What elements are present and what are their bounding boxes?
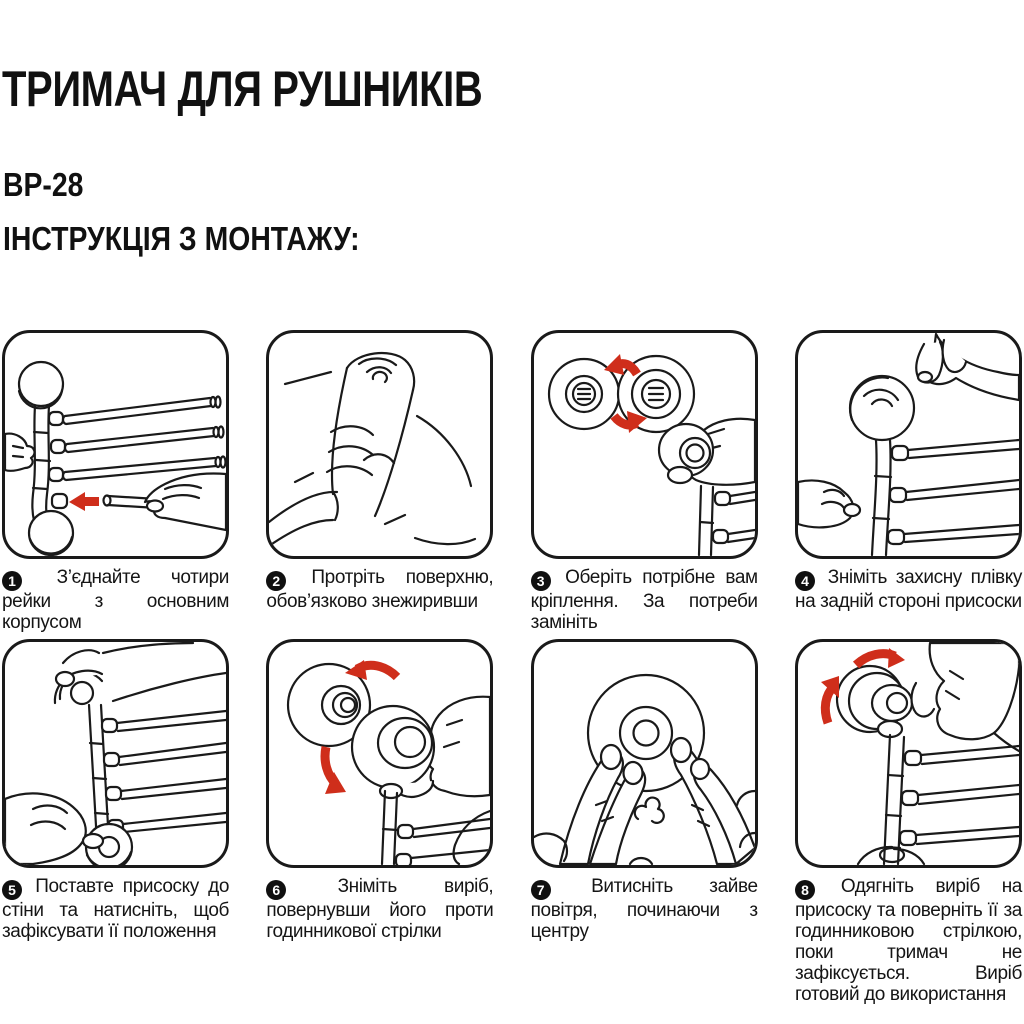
surface-lines bbox=[284, 370, 477, 546]
hand-arm bbox=[426, 695, 491, 798]
step-text: Зніміть захисну плівку на задній стороні… bbox=[794, 567, 1022, 612]
illustration-press-out-air bbox=[533, 673, 755, 865]
rotating-hand bbox=[876, 642, 1019, 753]
wiping-hand bbox=[269, 425, 396, 548]
step-text: Поставте присоску до стіни та натисніть,… bbox=[2, 876, 229, 942]
step-caption: 1 З’єднайте чотири рейки з основним корп… bbox=[2, 567, 229, 633]
top-hand bbox=[54, 642, 226, 703]
step-cell-2: 2 Протріть поверхню, обов’язково знежири… bbox=[266, 330, 494, 633]
gripping-fingers bbox=[379, 779, 435, 800]
step-number-badge: 2 bbox=[266, 571, 287, 591]
wall-suction-cup bbox=[287, 662, 372, 748]
hand-with-mount bbox=[657, 417, 755, 486]
step-text: Оберіть потрібне вам кріплення. За потре… bbox=[530, 567, 758, 633]
step-caption: 2 Протріть поверхню, обов’язково знежири… bbox=[266, 567, 494, 627]
step-number-badge: 6 bbox=[266, 880, 287, 900]
step-caption: 7 Витисніть зайве повітря, починаючи з ц… bbox=[530, 876, 758, 942]
rack-below bbox=[697, 484, 755, 556]
step-cell-3: 3 Оберіть потрібне вам кріплення. За пот… bbox=[530, 330, 758, 633]
step-number-badge: 1 bbox=[2, 571, 22, 591]
step-number-badge: 3 bbox=[530, 571, 551, 591]
model-number: ВР-28 bbox=[3, 166, 84, 203]
step-panel-2 bbox=[266, 330, 494, 559]
mount-disc bbox=[835, 664, 914, 734]
step-cell-1: 1 З’єднайте чотири рейки з основним корп… bbox=[2, 330, 229, 633]
step-panel-7 bbox=[530, 639, 758, 868]
step-text: Протріть поверхню, обов’язково знежиривш… bbox=[266, 567, 494, 612]
right-hand-fingers bbox=[628, 736, 755, 865]
peeling-hand bbox=[915, 333, 1019, 402]
cloth-roll bbox=[331, 352, 416, 518]
product-mount bbox=[351, 704, 436, 790]
step-number-badge: 7 bbox=[530, 880, 551, 900]
rack-below bbox=[381, 789, 491, 865]
step-text: Витисніть зайве повітря, починаючи з цен… bbox=[530, 876, 758, 942]
illustration-attach-rails bbox=[5, 360, 226, 556]
step-caption: 4 Зніміть захисну плівку на задній сторо… bbox=[794, 567, 1022, 627]
step-caption: 8 Одягніть виріб на присоску та поверніт… bbox=[794, 876, 1022, 1005]
holding-hand bbox=[797, 479, 862, 529]
rack-column bbox=[870, 438, 1019, 556]
illustration-wipe-surface bbox=[269, 352, 477, 548]
step-panel-4 bbox=[794, 330, 1022, 559]
step-text: Одягніть виріб на присоску та поверніть … bbox=[794, 876, 1022, 1005]
illustration-press-to-wall bbox=[5, 642, 226, 865]
section-heading: ІНСТРУКЦІЯ З МОНТАЖУ: bbox=[3, 220, 360, 257]
illustration-peel-film bbox=[797, 333, 1019, 556]
mount-disc-large bbox=[616, 354, 695, 434]
step-text: З’єднайте чотири рейки з основним корпус… bbox=[2, 567, 229, 633]
left-hand bbox=[5, 432, 36, 472]
rack bbox=[87, 703, 226, 845]
air-puff-icon bbox=[633, 796, 665, 824]
swap-arrows-icon bbox=[603, 354, 647, 433]
step-caption: 5 Поставте присоску до стіни та натисніт… bbox=[2, 876, 229, 942]
steps-grid: 1 З’єднайте чотири рейки з основним корп… bbox=[2, 330, 1022, 1005]
rack-below bbox=[856, 733, 1019, 865]
page-title: ТРИМАЧ ДЛЯ РУШНИКІВ bbox=[2, 60, 483, 117]
step-caption: 3 Оберіть потрібне вам кріплення. За пот… bbox=[530, 567, 758, 633]
step-cell-7: 7 Витисніть зайве повітря, починаючи з ц… bbox=[530, 639, 758, 1005]
step-panel-6 bbox=[266, 639, 494, 868]
illustration-rotate-ccw bbox=[287, 660, 491, 865]
step-panel-5 bbox=[2, 639, 229, 868]
rotate-ccw-arrows-icon bbox=[320, 660, 401, 794]
step-caption: 6 Зніміть виріб, повернувши його проти г… bbox=[266, 876, 494, 942]
illustration-choose-mount bbox=[547, 354, 755, 556]
rails bbox=[61, 395, 226, 482]
step-number-badge: 4 bbox=[794, 571, 815, 591]
insert-arrow-icon bbox=[69, 492, 99, 511]
step-cell-4: 4 Зніміть захисну плівку на задній сторо… bbox=[794, 330, 1022, 633]
step-panel-1 bbox=[2, 330, 229, 559]
illustration-rotate-cw bbox=[820, 642, 1019, 865]
step-cell-5: 5 Поставте присоску до стіни та натисніт… bbox=[2, 639, 229, 1005]
bottom-hand bbox=[5, 792, 105, 865]
step-panel-8 bbox=[794, 639, 1022, 868]
right-hand bbox=[143, 472, 226, 532]
step-number-badge: 8 bbox=[794, 880, 815, 900]
left-hand-fingers bbox=[533, 743, 646, 865]
step-number-badge: 5 bbox=[2, 880, 22, 900]
step-cell-6: 6 Зніміть виріб, повернувши його проти г… bbox=[266, 639, 494, 1005]
suction-cup-film bbox=[848, 374, 916, 442]
step-panel-3 bbox=[530, 330, 758, 559]
step-cell-8: 8 Одягніть виріб на присоску та поверніт… bbox=[794, 639, 1022, 1005]
rotate-cw-arrows-icon bbox=[820, 648, 905, 725]
step-text: Зніміть виріб, повернувши його проти год… bbox=[266, 876, 494, 942]
suction-cup-face bbox=[586, 673, 705, 793]
towel-rack-body bbox=[17, 360, 75, 556]
